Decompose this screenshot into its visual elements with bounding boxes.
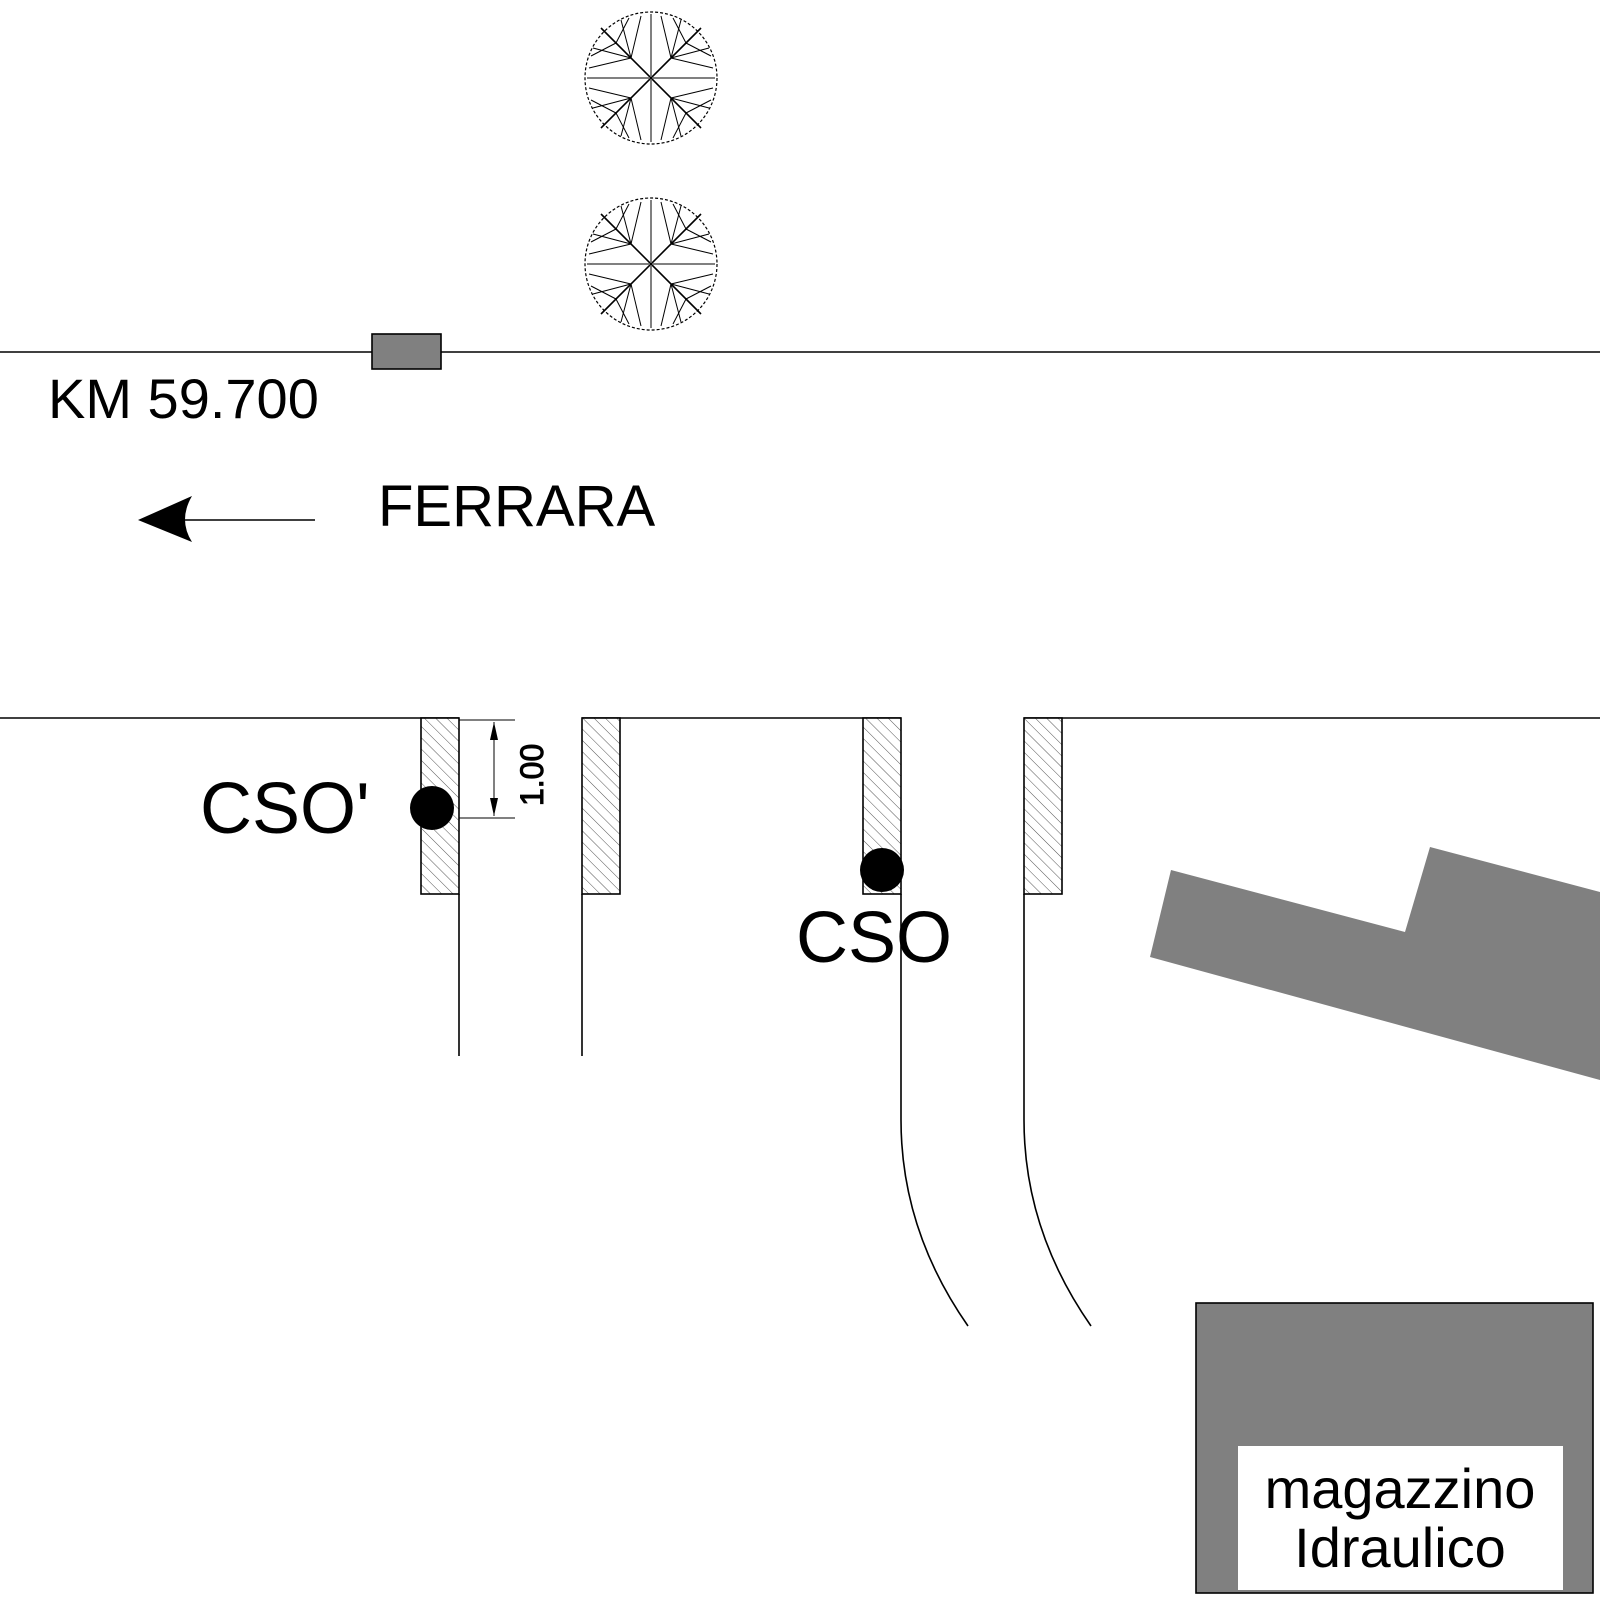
curb-hatch — [1023, 717, 1063, 895]
dimension-label: 1.00 — [514, 744, 550, 806]
warehouse-label-box — [1238, 1446, 1563, 1590]
dimension-marker — [459, 719, 515, 819]
side-road-edge — [900, 894, 969, 1327]
tree-icon — [584, 197, 718, 331]
building-slanted — [1150, 847, 1600, 1080]
side-road-edge — [1023, 894, 1092, 1327]
km-marker-sign — [371, 333, 442, 370]
cso-secondary-point — [410, 786, 454, 830]
warehouse-label-line2: Idraulico — [1294, 1516, 1506, 1579]
curb-hatch — [581, 717, 621, 895]
warehouse-label-line1: magazzino — [1265, 1457, 1536, 1520]
direction-label: FERRARA — [378, 474, 655, 539]
cso-secondary-label: CSO' — [200, 769, 370, 849]
tree-icon — [584, 11, 718, 145]
cso-primary-label: CSO — [796, 898, 952, 978]
km-marker-label: KM 59.700 — [48, 367, 319, 430]
cso-primary-point — [860, 848, 904, 892]
arrow-left-icon — [138, 496, 192, 542]
